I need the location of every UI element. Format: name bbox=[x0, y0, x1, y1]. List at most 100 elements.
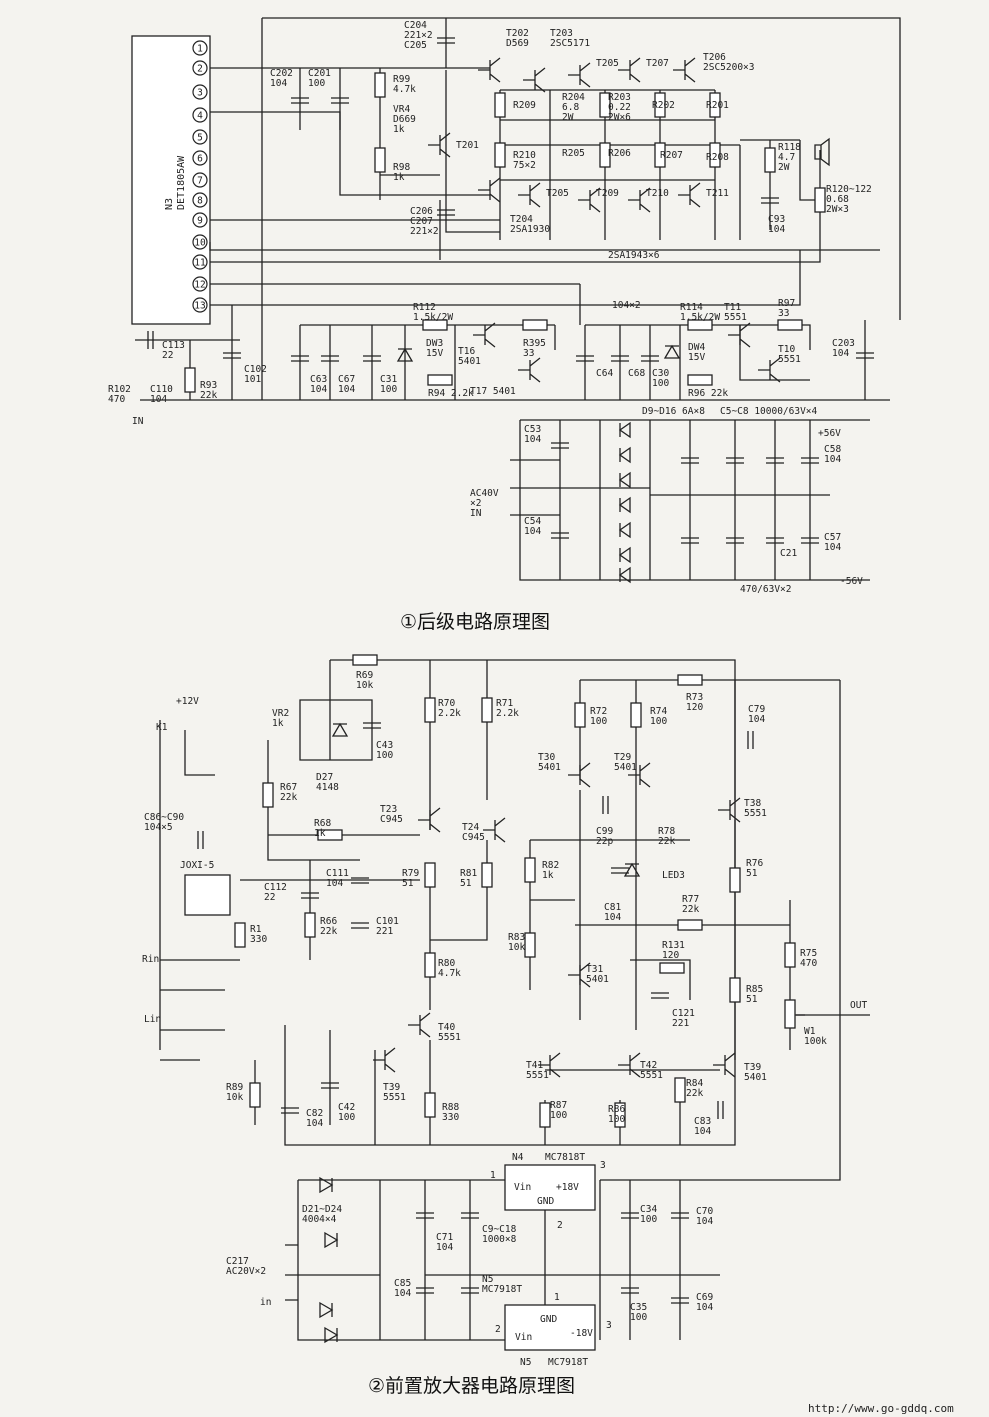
capacitor bbox=[197, 831, 204, 849]
resistor bbox=[674, 1077, 686, 1103]
resistor bbox=[352, 654, 378, 666]
resistor bbox=[777, 319, 803, 331]
rectifier-diode bbox=[618, 471, 631, 489]
capacitor bbox=[671, 1297, 689, 1304]
resistor bbox=[522, 319, 548, 331]
capacitor bbox=[801, 537, 819, 544]
transistor bbox=[678, 182, 701, 208]
label-in1: IN bbox=[132, 416, 144, 427]
ic-pin-8: 8 bbox=[192, 192, 208, 208]
label-diodes: D9~D16 6A×8 bbox=[642, 406, 705, 417]
label-t211: T211 bbox=[706, 188, 729, 199]
resistor bbox=[709, 142, 721, 168]
svg-text:9: 9 bbox=[197, 216, 203, 227]
label-pin1a: 1 bbox=[490, 1170, 496, 1181]
label-mc7918tb: MC7918T bbox=[548, 1357, 588, 1368]
capacitor bbox=[551, 442, 569, 449]
label-k1: K1 bbox=[156, 722, 168, 733]
capacitor bbox=[766, 457, 784, 464]
capacitor bbox=[602, 796, 609, 814]
transistor bbox=[718, 797, 741, 823]
capacitor bbox=[747, 731, 754, 749]
resistor bbox=[729, 977, 741, 1003]
capacitor bbox=[281, 1107, 299, 1114]
resistor bbox=[494, 92, 506, 118]
capacitor bbox=[681, 537, 699, 544]
capacitor bbox=[611, 867, 629, 874]
capacitor bbox=[147, 331, 154, 349]
capacitor bbox=[551, 532, 569, 539]
label-n56: -56V bbox=[840, 576, 863, 587]
label-pin1b: 1 bbox=[554, 1292, 560, 1303]
capacitor bbox=[363, 722, 381, 729]
capacitor bbox=[301, 892, 319, 899]
resistor bbox=[677, 919, 703, 931]
ic-pin-3: 3 bbox=[192, 84, 208, 100]
potentiometer-w1 bbox=[784, 999, 805, 1029]
label-n5b: N5 bbox=[520, 1357, 531, 1368]
label-pin2b: 2 bbox=[495, 1324, 501, 1335]
rectifier-diode bbox=[618, 521, 631, 539]
transistor bbox=[673, 57, 696, 83]
fig1-caption: ①后级电路原理图 bbox=[400, 611, 550, 633]
rectifier-diode bbox=[324, 1326, 339, 1344]
transistor bbox=[628, 187, 651, 213]
footer-url: http://www.go-gddq.com bbox=[808, 1402, 954, 1415]
label-gnd1: GND bbox=[537, 1196, 554, 1207]
svg-text:6: 6 bbox=[197, 154, 203, 165]
resistor bbox=[654, 142, 666, 168]
label-c104x2: 104×2 bbox=[612, 300, 641, 311]
transistor bbox=[408, 1012, 431, 1038]
fig2-wiring bbox=[159, 659, 870, 1344]
capacitor bbox=[611, 355, 629, 362]
label-t201: T201 bbox=[456, 140, 479, 151]
regulator-n5-box bbox=[504, 1304, 596, 1351]
capacitor bbox=[621, 1287, 639, 1294]
capacitor bbox=[856, 352, 874, 359]
rectifier-diode bbox=[324, 1231, 339, 1249]
rectifier-diode bbox=[618, 446, 631, 464]
resistor bbox=[784, 942, 796, 968]
diode-symbol bbox=[623, 862, 641, 877]
svg-text:8: 8 bbox=[197, 196, 203, 207]
resistor bbox=[630, 702, 642, 728]
label-r202: R202 bbox=[652, 100, 675, 111]
ic-pin-6: 6 bbox=[192, 150, 208, 166]
label-t205a: T205 bbox=[596, 58, 619, 69]
